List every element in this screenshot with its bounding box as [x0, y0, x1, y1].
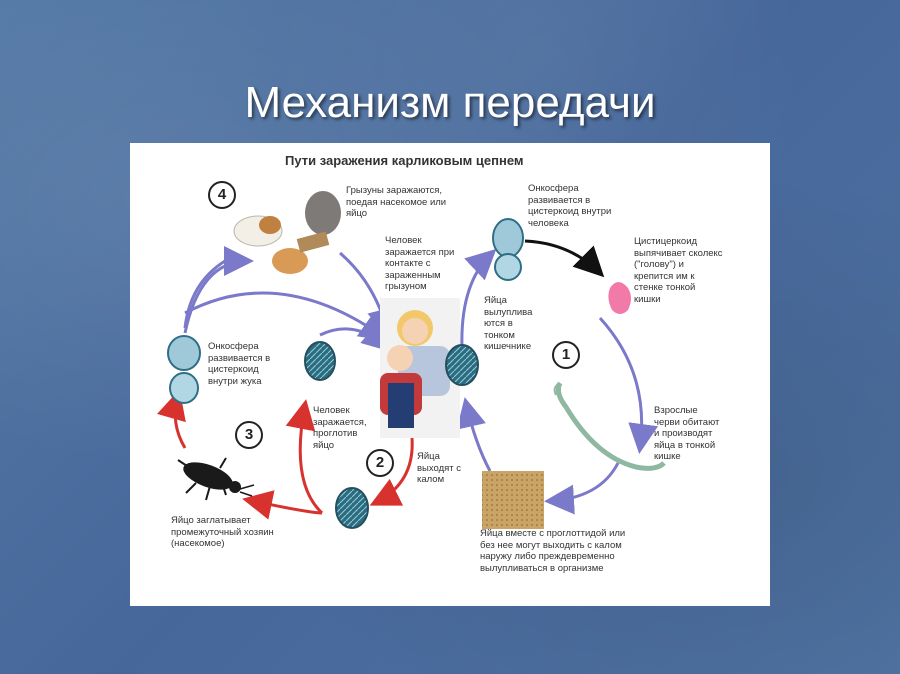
arrow-egg-to-insect	[248, 500, 322, 513]
cysticercoid-image	[608, 282, 631, 314]
arrow-to-adult	[600, 318, 642, 448]
label-human-contact: Человек заражается при контакте с зараже…	[385, 235, 454, 293]
label-oncosphere-human: Онкосфера развивается в цистеркоид внутр…	[528, 183, 611, 229]
step-number-2: 2	[366, 449, 394, 477]
beetle-image	[178, 457, 254, 500]
label-eggs-outside: Яйца вместе с проглоттидой или без нее м…	[480, 528, 625, 574]
label-eggs-out: Яйца выходят с калом	[417, 451, 461, 486]
label-human-swallow: Человек заражается, проглотив яйцо	[313, 405, 367, 451]
diagram-panel: Пути заражения карликовым цепнем	[130, 143, 770, 606]
arrow-adult-to-feces	[550, 463, 618, 501]
label-eggs-hatch: Яйца вылуплива ются в тонком кишечнике	[484, 295, 532, 353]
step-number-4: 4	[208, 181, 236, 209]
label-oncosphere-beetle: Онкосфера развивается в цистеркоид внутр…	[208, 341, 270, 387]
step-number-3: 3	[235, 421, 263, 449]
arrow-feces-to-hatch	[466, 403, 490, 471]
arrow-black-to-cysticercoid	[525, 241, 600, 273]
step-number-1: 1	[552, 341, 580, 369]
label-adult-worms: Взрослые черви обитают и производят яйца…	[654, 405, 719, 463]
label-cysticercoid: Цистицеркоид выпячивает сколекс ("голову…	[634, 236, 723, 305]
feces-image	[482, 471, 544, 529]
label-insect: Яйцо заглатывает промежуточный хозяин (н…	[171, 515, 274, 550]
label-rodents: Грызуны заражаются, поедая насекомое или…	[346, 185, 446, 220]
slide-title: Механизм передачи	[0, 78, 900, 128]
rodents-image	[234, 191, 341, 274]
adult-worm-image	[558, 383, 664, 468]
